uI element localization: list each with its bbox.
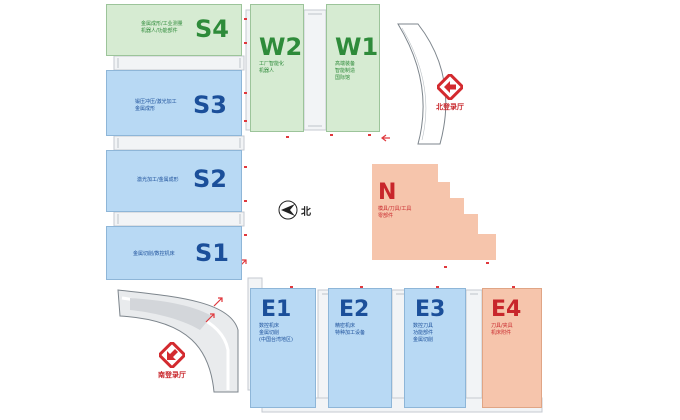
north-lobby[interactable]: 北登录厅 [436,74,464,112]
corridor-s3-s2 [113,135,245,151]
hall-w2-description: 工厂智能化 机器人 [259,61,285,74]
hall-s2-description: 激光加工/金属成形 [137,177,179,183]
hall-w1-code: W1 [335,33,379,61]
hall-w2-code: W2 [259,33,303,61]
hall-s3-description: 锻压冲压/激光加工 金属成形 [135,99,177,112]
hall-n[interactable]: N 模具/刀具/工具 零部件 [372,164,496,260]
hall-e4-code: E4 [491,297,522,322]
hall-s3[interactable]: 锻压冲压/激光加工 金属成形 S3 [106,70,242,136]
hall-s3-code: S3 [193,91,227,119]
corridor-s2-s1 [113,211,245,227]
corridor-e3-e4 [465,289,483,403]
hall-n-code: N [378,180,397,205]
hall-s1-code: S1 [195,239,229,267]
hall-e4-description: 刀具/夹具 机床附件 [491,323,513,336]
north-lobby-entrance-icon [437,74,463,100]
hall-e2-code: E2 [339,297,370,322]
hall-w1-description: 高端装备 智能制造 国际馆 [335,61,356,81]
compass: 北 [278,200,311,220]
hall-s4-code: S4 [195,15,229,43]
south-lobby[interactable]: 南登录厅 [158,342,186,380]
hall-e3[interactable]: E3 数控刀具 功能部件 金属切削 [404,288,466,408]
hall-e4[interactable]: E4 刀具/夹具 机床附件 [482,288,542,408]
north-lobby-building [397,23,447,145]
compass-label: 北 [301,206,311,218]
corridor-s4-s3 [113,55,245,71]
hall-e3-description: 数控刀具 功能部件 金属切削 [413,323,434,343]
hall-s2-code: S2 [193,165,227,193]
hall-e2-description: 精密机床 特种加工设备 [335,323,366,336]
hall-n-description: 模具/刀具/工具 零部件 [378,206,412,219]
hall-w1[interactable]: W1 高端装备 智能制造 国际馆 [326,4,380,132]
hall-e1-code: E1 [261,297,292,322]
hall-e1[interactable]: E1 数控机床 金属切削 (中国台湾地区) [250,288,316,408]
hall-s1-description: 金属切削/数控机床 [133,251,175,257]
hall-s4[interactable]: 金属成形/工业测量 机器人/功能部件 S4 [106,4,242,56]
hall-s2[interactable]: 激光加工/金属成形 S2 [106,150,242,212]
south-lobby-label: 南登录厅 [158,371,186,379]
corridor-w2-w1 [303,9,327,131]
hall-s4-description: 金属成形/工业测量 机器人/功能部件 [141,21,183,34]
hall-s1[interactable]: 金属切削/数控机床 S1 [106,226,242,280]
south-lobby-entrance-icon [159,342,185,368]
hall-e2[interactable]: E2 精密机床 特种加工设备 [328,288,392,408]
north-lobby-label: 北登录厅 [436,103,464,111]
hall-w2[interactable]: W2 工厂智能化 机器人 [250,4,304,132]
hall-e3-code: E3 [415,297,446,322]
hall-e1-description: 数控机床 金属切削 (中国台湾地区) [259,323,293,343]
compass-icon [278,200,298,220]
